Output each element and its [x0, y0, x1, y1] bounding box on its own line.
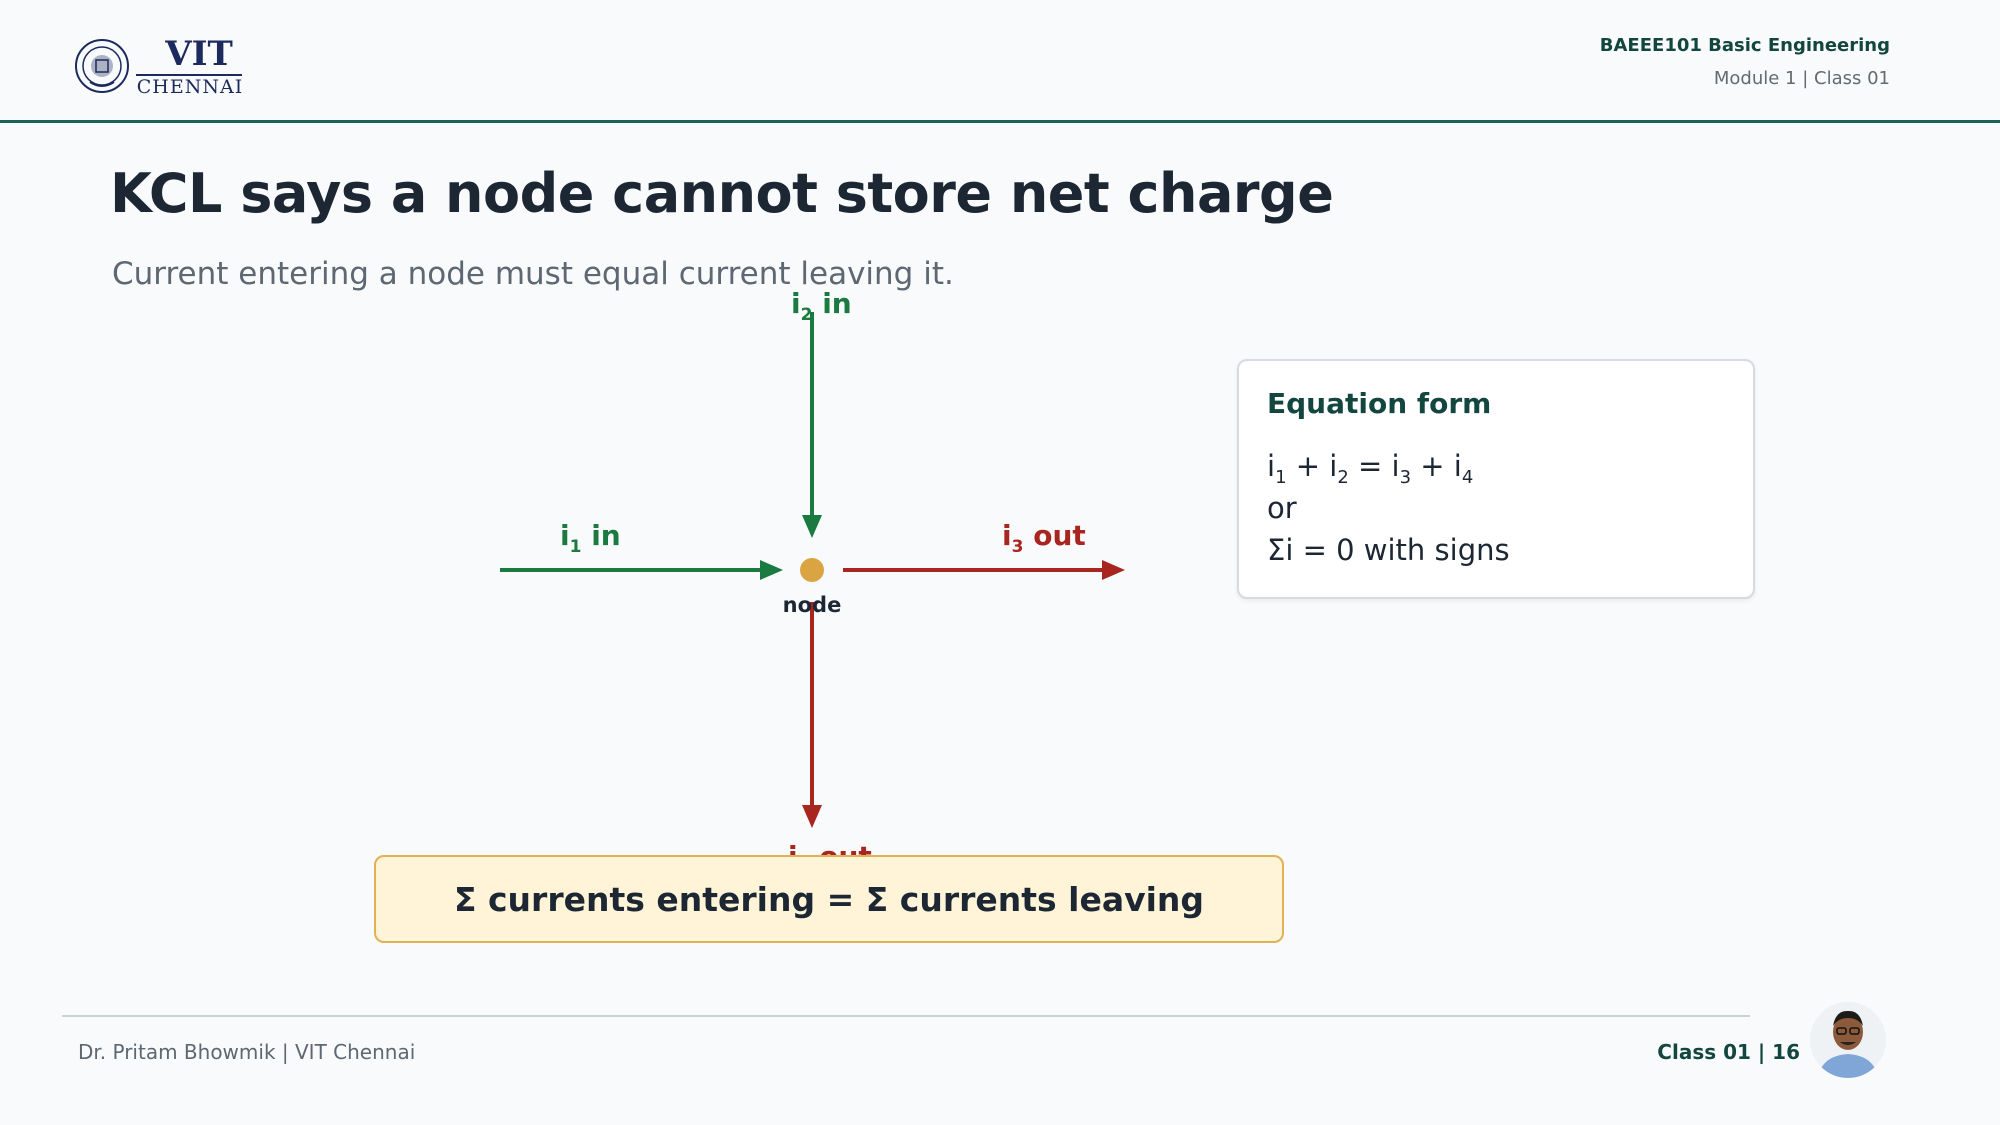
vit-logo: VIT CHENNAI	[74, 34, 244, 98]
course-title: BAEEE101 Basic Engineering	[1599, 35, 1890, 56]
branch-i2-label: i2 in	[791, 287, 852, 325]
presenter-avatar	[1810, 1002, 1886, 1078]
branch-i3-label: i3 out	[1002, 519, 1086, 557]
slide-subtitle: Current entering a node must equal curre…	[112, 256, 954, 292]
equation-card-title: Equation form	[1267, 387, 1492, 420]
footer-page-number: Class 01 | 16	[1657, 1040, 1800, 1064]
footer-divider	[62, 1015, 1750, 1017]
equation-signed-sum: Σi = 0 with signs	[1267, 533, 1510, 567]
logo-subtitle: CHENNAI	[136, 76, 244, 98]
logo-divider	[136, 74, 242, 76]
branch-i1-arrowhead	[760, 560, 783, 580]
module-label: Module 1 | Class 01	[1713, 68, 1890, 89]
branch-i4-arrowhead	[802, 805, 822, 828]
slide-header: VIT CHENNAI BAEEE101 Basic Engineering M…	[0, 0, 2000, 123]
branch-i2-arrowhead	[802, 515, 822, 538]
node-dot	[800, 558, 824, 582]
logo-wordmark: VIT	[165, 34, 233, 74]
branch-i1-label: i1 in	[560, 519, 621, 557]
vit-emblem-icon	[75, 39, 129, 93]
node-label: node	[783, 593, 842, 617]
equation-or: or	[1267, 491, 1297, 525]
footer-author: Dr. Pritam Bhowmik | VIT Chennai	[78, 1040, 416, 1064]
summary-banner: Σ currents entering = Σ currents leaving	[374, 855, 1284, 943]
equation-kcl-sum: i1 + i2 = i3 + i4	[1267, 449, 1474, 488]
slide-title: KCL says a node cannot store net charge	[110, 162, 1334, 225]
branch-i3-arrowhead	[1102, 560, 1125, 580]
equation-card: Equation form i1 + i2 = i3 + i4 or Σi = …	[1237, 359, 1755, 599]
